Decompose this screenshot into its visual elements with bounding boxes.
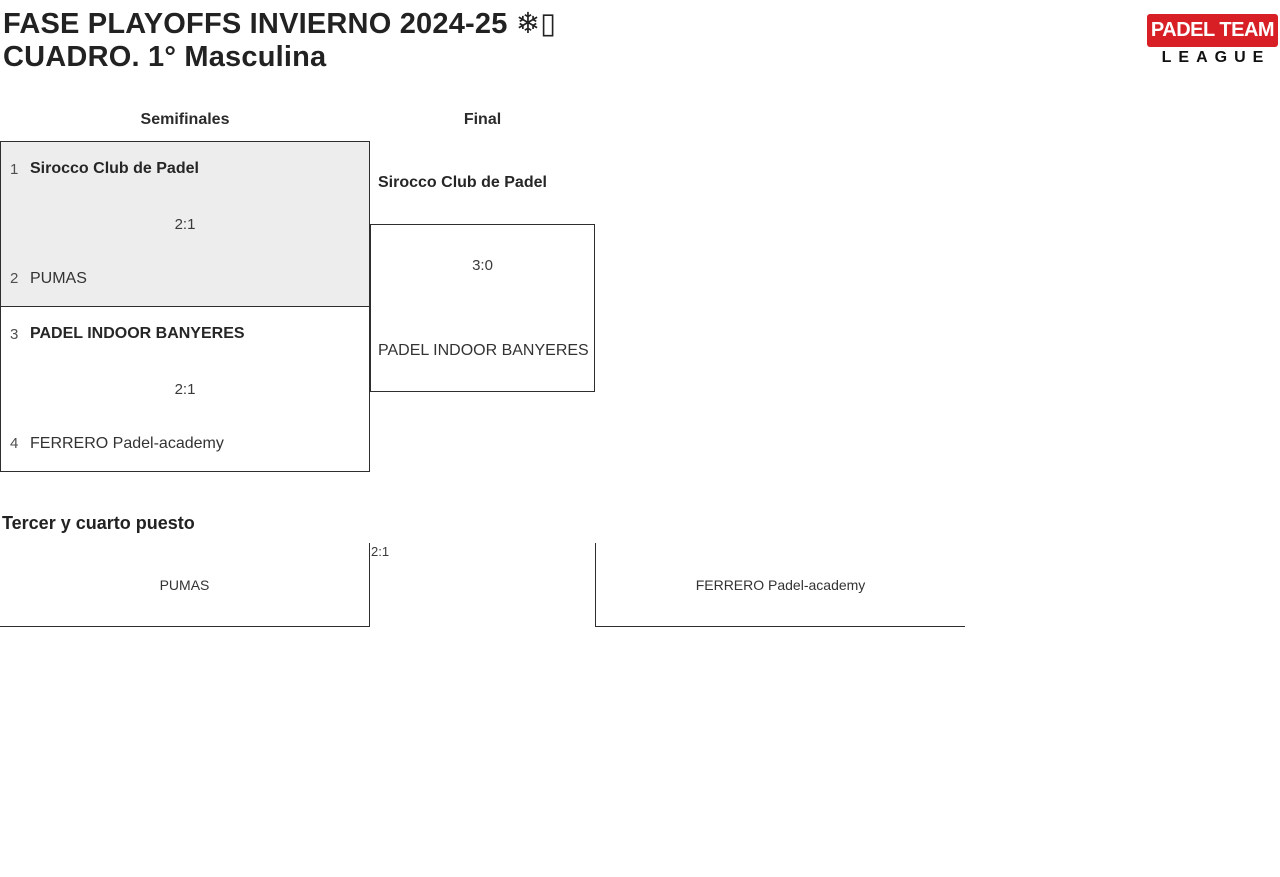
semifinal-2-score-row: 2:1 (1, 362, 369, 417)
seed-number: 4 (10, 435, 19, 453)
page-title: FASE PLAYOFFS INVIERNO 2024-25 ❄▯ CUADRO… (3, 8, 556, 74)
semifinal-2-bottom-row: 4 FERRERO Padel-academy (1, 416, 369, 471)
column-header-semifinales: Semifinales (140, 111, 230, 128)
seed-number: 1 (10, 160, 19, 178)
semifinals-column: 1 Sirocco Club de Padel 2:1 2 PUMAS 3 PA… (0, 141, 370, 472)
padel-team-league-logo[interactable]: PADEL TEAM LEAGUE (1147, 14, 1278, 67)
final-top-team: Sirocco Club de Padel (378, 174, 547, 191)
column-header-final: Final (463, 111, 502, 128)
semifinal-1-match: 1 Sirocco Club de Padel 2:1 2 PUMAS (0, 141, 370, 307)
final-bottom-team: PADEL INDOOR BANYERES (378, 342, 589, 359)
team-name: FERRERO Padel-academy (30, 434, 224, 452)
page-title-line1: FASE PLAYOFFS INVIERNO 2024-25 ❄▯ (3, 8, 557, 40)
third-place-heading: Tercer y cuarto puesto (2, 513, 195, 533)
team-name: Sirocco Club de Padel (30, 160, 199, 178)
third-place-right-cell: FERRERO Padel-academy (595, 543, 965, 627)
semifinal-2-top-row: 3 PADEL INDOOR BANYERES (1, 307, 369, 362)
semifinal-1-score-row: 2:1 (1, 197, 369, 252)
team-name: FERRERO Padel-academy (695, 576, 866, 593)
team-name: PADEL INDOOR BANYERES (30, 325, 245, 343)
page-title-line2: CUADRO. 1° Masculina (3, 41, 327, 73)
team-name: PUMAS (30, 269, 87, 287)
logo-primary-text: PADEL TEAM (1147, 14, 1278, 47)
final-match: 3:0 PADEL INDOOR BANYERES (370, 224, 595, 392)
third-place-left-cell: PUMAS (0, 543, 370, 627)
logo-secondary-text: LEAGUE (1161, 49, 1271, 66)
match-score: 2:1 (174, 380, 196, 398)
match-score: 3:0 (472, 257, 493, 274)
seed-number: 2 (10, 270, 19, 288)
semifinal-1-bottom-row: 2 PUMAS (1, 251, 369, 306)
seed-number: 3 (10, 325, 19, 343)
match-score: 2:1 (174, 215, 196, 233)
team-name: PUMAS (159, 576, 210, 593)
semifinal-2-match: 3 PADEL INDOOR BANYERES 2:1 4 FERRERO Pa… (0, 306, 370, 472)
third-place-score: 2:1 (371, 544, 390, 559)
semifinal-1-top-row: 1 Sirocco Club de Padel (1, 142, 369, 197)
